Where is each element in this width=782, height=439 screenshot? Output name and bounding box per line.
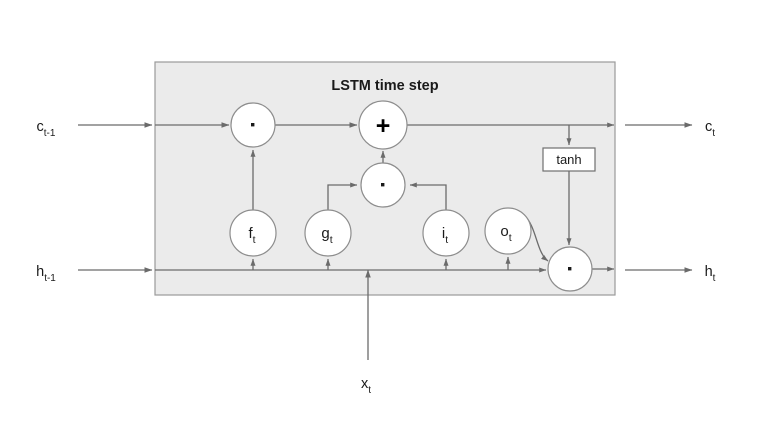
candidate-gate-node: gt xyxy=(304,209,352,257)
forget-multiply-node xyxy=(230,102,276,148)
cell-state-out-label: ct xyxy=(705,119,715,139)
output-gate-base: o xyxy=(500,223,508,240)
input-vector-label: xt xyxy=(361,376,371,396)
cell-state-out-base: c xyxy=(705,119,712,135)
candidate-gate-to-multiply xyxy=(327,182,358,210)
svg-text:ot: ot xyxy=(500,223,511,244)
output-multiply-node xyxy=(547,246,593,292)
svg-text:it: it xyxy=(442,225,448,246)
state-add-node: + xyxy=(358,100,408,150)
hidden-state-in-base: h xyxy=(36,264,44,280)
output-gate-subscript: t xyxy=(509,232,512,244)
cell-state-in-label: ct-1 xyxy=(37,119,56,139)
hidden-state-in-subscript: t-1 xyxy=(44,273,56,284)
cell-state-in-subscript: t-1 xyxy=(44,128,56,139)
forget-gate-subscript: t xyxy=(253,234,256,246)
cell-state-in-base: c xyxy=(37,119,44,135)
hidden-state-out-base: h xyxy=(705,264,713,280)
candidate-multiply-node xyxy=(360,162,406,208)
output-gate-node: ot xyxy=(484,207,532,255)
input-vector-base: x xyxy=(361,376,369,392)
candidate-gate-base: g xyxy=(321,225,329,242)
input-gate-to-multiply xyxy=(409,182,447,210)
hidden-state-out-label: ht xyxy=(705,264,716,284)
input-gate-node: it xyxy=(422,209,470,257)
forget-gate-base: f xyxy=(248,225,253,242)
input-gate-base: i xyxy=(442,225,445,242)
svg-text:gt: gt xyxy=(321,225,332,246)
input-gate-subscript: t xyxy=(445,234,448,246)
diagram-title: LSTM time step xyxy=(331,78,438,94)
tanh-label: tanh xyxy=(556,152,581,167)
svg-text:ft: ft xyxy=(248,225,255,246)
cell-state-out-subscript: t xyxy=(712,128,715,139)
candidate-gate-subscript: t xyxy=(330,234,333,246)
svg-text:+: + xyxy=(376,112,391,140)
hidden-state-out-subscript: t xyxy=(713,273,716,284)
forget-gate-node: ft xyxy=(229,209,277,257)
hidden-state-in-label: ht-1 xyxy=(36,264,56,284)
input-vector-subscript: t xyxy=(368,385,371,396)
